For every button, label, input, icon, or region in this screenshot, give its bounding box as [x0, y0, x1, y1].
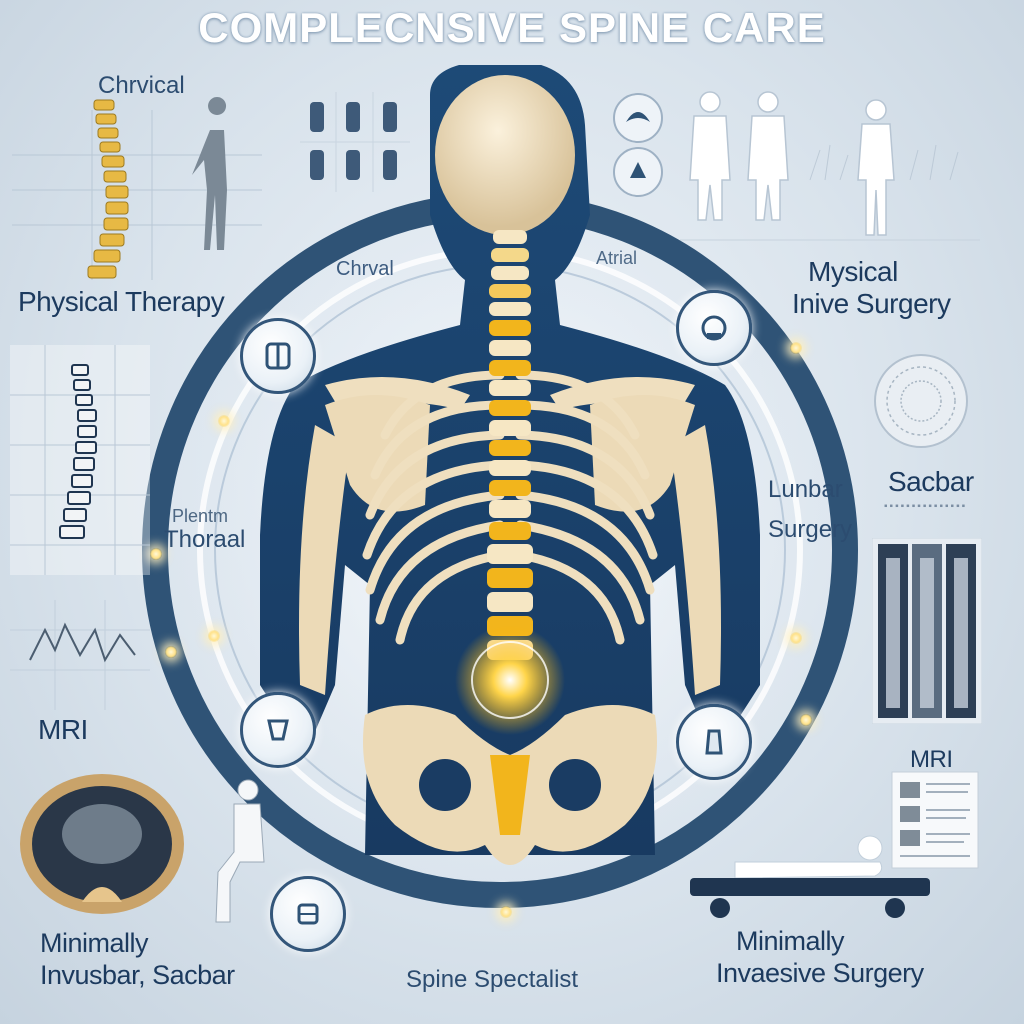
label-mysical-2: Inive Surgery	[792, 288, 951, 319]
connector-dot	[218, 415, 230, 427]
body-silhouette	[260, 65, 760, 865]
connector-dot	[150, 548, 162, 560]
treatment-bed-illustration	[690, 835, 930, 918]
label-physical-therapy: Physical Therapy	[18, 286, 225, 317]
label-mri-left: MRI	[38, 714, 88, 745]
ring-label-thoraal: Thoraal	[164, 526, 246, 553]
label-minimally-left-2: Invusbar, Sacbar	[40, 960, 235, 990]
patient-icon	[857, 123, 895, 236]
connector-dot	[165, 646, 177, 658]
right-humerus	[670, 425, 721, 695]
label-minimally-right-1: Minimally	[736, 926, 845, 956]
scan-icon[interactable]	[676, 290, 752, 366]
cervical-spine-illustration	[12, 97, 262, 280]
left-humerus	[299, 425, 350, 695]
connector-dot	[800, 714, 812, 726]
medical-staff-illustration	[680, 91, 980, 241]
doctor-icon	[689, 115, 731, 221]
patient-figure-icon	[192, 97, 227, 250]
spinal-column	[487, 230, 533, 660]
label-minimally-left-1: Minimally	[40, 928, 149, 958]
mri-cross-section-illustration	[20, 774, 265, 923]
spine-segment-icon[interactable]	[240, 318, 316, 394]
doctor-icon	[747, 115, 789, 221]
vertebra-icon[interactable]	[240, 692, 316, 768]
spine-chart-illustration	[10, 345, 150, 575]
implant-icon[interactable]	[676, 704, 752, 780]
specialist-icon[interactable]	[270, 876, 346, 952]
connector-dot	[500, 906, 512, 918]
mri-scan-panel	[872, 538, 982, 724]
label-chrvical: Chrvical	[98, 72, 185, 99]
connector-dot	[208, 630, 220, 642]
vertebra-grid-illustration	[300, 92, 410, 192]
label-mysical-1: Mysical	[808, 256, 898, 287]
page-title: COMPLECNSIVE SPINE CARE	[198, 4, 826, 51]
connector-dot	[790, 632, 802, 644]
ring-label-chrval: Chrval	[336, 258, 394, 280]
label-sacbar: Sacbar	[888, 466, 974, 497]
connector-dot	[790, 342, 802, 354]
label-mri-right: MRI	[910, 746, 953, 773]
left-scapula	[325, 395, 430, 512]
ring-label-atrial: Atrial	[596, 248, 638, 268]
ring-label-lunbar: Lunbar	[768, 476, 843, 503]
doctor-seated-icon	[215, 803, 265, 923]
right-scapula	[590, 395, 695, 512]
disc-scan-icon[interactable]	[872, 352, 970, 450]
rib-cage	[362, 370, 658, 645]
ring-label-surgery: Surgery	[768, 516, 853, 543]
bed-icon	[690, 878, 930, 896]
nerve-chart-illustration	[10, 600, 150, 710]
label-spine-specialist: Spine Spectalist	[406, 966, 579, 993]
sacbar-caption-line: ▪▪▪▪▪▪▪▪▪▪▪▪▪▪▪	[884, 501, 968, 512]
label-minimally-right-2: Invaesive Surgery	[716, 958, 924, 988]
patient-lying-icon	[734, 861, 883, 879]
mri-report-document	[891, 771, 979, 869]
ring-label-plentm: Plentm	[172, 506, 229, 526]
skull	[435, 75, 575, 235]
brain-scan-icons	[613, 93, 663, 197]
